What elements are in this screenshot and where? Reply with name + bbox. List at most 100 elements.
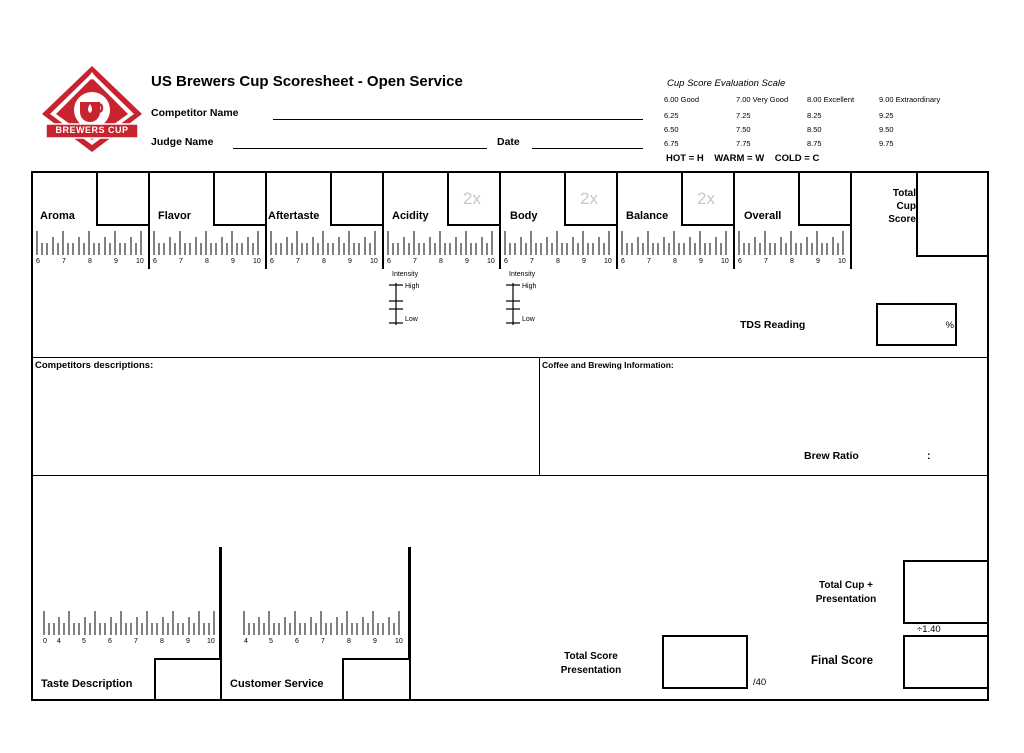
taste-description-scale[interactable] [40,608,216,636]
competitor-descriptions-area[interactable] [33,372,537,473]
tick-label: 7 [764,258,768,265]
tick-label: 9 [373,638,377,645]
tick-label: 7 [647,258,651,265]
scale-cell: 6.75 [664,139,679,148]
scale-cell: 8.50 [807,125,822,134]
total-cup-score-line: Total [892,188,916,199]
total-score-presentation-box[interactable] [662,635,748,689]
overall-score-box[interactable] [798,171,852,226]
tds-reading-box[interactable]: % [876,303,957,346]
acidity-scale[interactable] [387,228,497,256]
total-cup-score-box[interactable] [916,171,989,257]
divider [539,357,540,475]
tick-label: 7 [134,638,138,645]
logo-text: BREWERS CUP [55,125,129,135]
category-body: Body [510,210,538,222]
total-cup-presentation-box[interactable] [903,560,989,624]
tick-label: 6 [36,258,40,265]
divisor-label: ÷1.40 [917,624,941,635]
date-label: Date [497,136,520,148]
balance-scale[interactable] [621,228,731,256]
final-score-label: Final Score [811,655,873,667]
scale-cell: 9.25 [879,111,894,120]
temperature-key: HOT = H WARM = W COLD = C [666,153,820,164]
tick-label: 10 [207,638,215,645]
aroma-score-box[interactable] [96,171,150,226]
scale-cell: 8.00 Excellent [807,95,855,104]
total-cup-score-line: Cup [896,201,916,212]
tick-label: 8 [322,258,326,265]
total-cup-presentation-label: Total Cup + Presentation [806,579,886,607]
multiplier-label: 2x [580,189,598,208]
balance-score-box[interactable]: 2x [681,171,735,226]
total-cup-presentation-line: Presentation [815,594,877,605]
category-aroma: Aroma [40,210,75,222]
tick-label: 10 [136,258,144,265]
total-cup-score-label: Total Cup Score [874,187,916,226]
total-score-presentation-line: Presentation [560,665,622,676]
tick-label: 8 [88,258,92,265]
acidity-intensity-gauge[interactable] [388,281,404,327]
date-field[interactable] [532,148,643,149]
acidity-intensity-low: Low [405,316,418,323]
competitor-descriptions-label: Competitors descriptions: [35,360,154,371]
customer-service-scale[interactable] [230,608,406,636]
body-score-box[interactable]: 2x [564,171,618,226]
tick-label: 6 [108,638,112,645]
customer-service-score-box[interactable] [342,658,411,701]
tick-label: 9 [114,258,118,265]
scale-cell: 7.50 [736,125,751,134]
judge-name-field[interactable] [233,148,487,149]
tick-label: 10 [395,638,403,645]
page-title: US Brewers Cup Scoresheet - Open Service [151,73,463,90]
tick-label: 7 [62,258,66,265]
coffee-info-label: Coffee and Brewing Information: [542,360,674,370]
tick-label: 8 [439,258,443,265]
final-score-box[interactable] [903,635,989,689]
acidity-intensity-label: Intensity [392,271,419,278]
tick-label: 8 [205,258,209,265]
tds-reading-label: TDS Reading [740,319,806,331]
body-scale[interactable] [504,228,614,256]
tick-label: 6 [621,258,625,265]
tick-label: 9 [231,258,235,265]
scale-cell: 8.75 [807,139,822,148]
scale-cell: 7.25 [736,111,751,120]
tick-label: 9 [816,258,820,265]
tick-label: 7 [179,258,183,265]
scale-cell: 9.00 Extraordinary [879,95,941,104]
divider [32,475,988,476]
total-cup-presentation-line: Total Cup + [819,580,873,591]
acidity-score-box[interactable]: 2x [447,171,501,226]
scale-cell: 6.25 [664,111,679,120]
flavor-scale[interactable] [153,228,263,256]
tick-label: 8 [790,258,794,265]
flavor-score-box[interactable] [213,171,267,226]
competitor-name-label: Competitor Name [151,107,239,119]
overall-scale[interactable] [738,228,848,256]
tick-label: 6 [504,258,508,265]
scale-cell: 6.50 [664,125,679,134]
category-flavor: Flavor [158,210,192,222]
tick-label: 6 [738,258,742,265]
body-intensity-gauge[interactable] [505,281,521,327]
tick-label: 9 [186,638,190,645]
customer-service-label: Customer Service [230,678,324,690]
category-aftertaste: Aftertaste [268,210,320,222]
taste-description-score-box[interactable] [154,658,222,701]
tick-label: 10 [838,258,846,265]
tick-label: 4 [244,638,248,645]
aftertaste-score-box[interactable] [330,171,384,226]
tick-label: 10 [253,258,261,265]
competitor-name-field[interactable] [273,119,643,120]
aroma-scale[interactable] [36,228,146,256]
tick-label: 10 [487,258,495,265]
multiplier-label: 2x [463,189,481,208]
total-score-presentation-line: Total Score [564,651,618,662]
brew-ratio-separator[interactable]: : [927,450,931,462]
body-intensity-label: Intensity [509,271,536,278]
aftertaste-scale[interactable] [270,228,380,256]
coffee-info-area[interactable] [541,372,987,442]
tick-label: 6 [153,258,157,265]
scale-cell: 7.75 [736,139,751,148]
